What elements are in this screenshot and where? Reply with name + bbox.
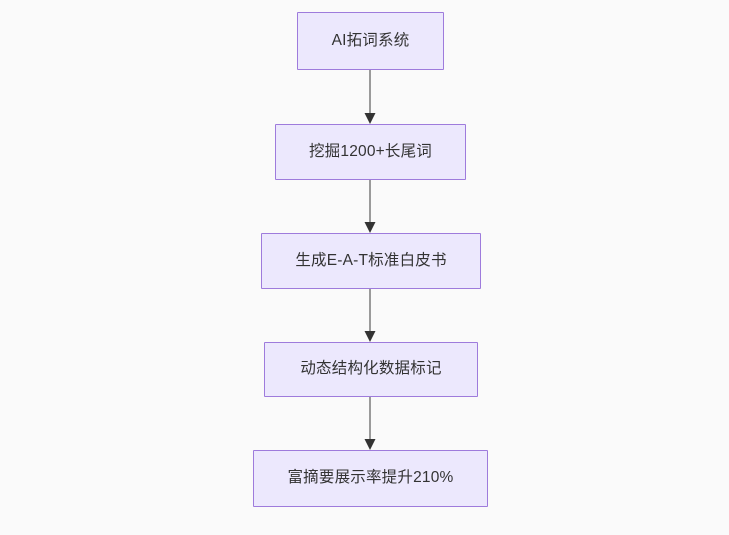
flow-node-mine-longtail-keywords[interactable]: 挖掘1200+长尾词 [275, 124, 466, 180]
connector-node1-node2 [364, 70, 376, 124]
arrowhead-icon [364, 222, 376, 233]
connector-node3-node4 [364, 289, 376, 342]
flow-node-dynamic-structured-data-markup[interactable]: 动态结构化数据标记 [264, 342, 478, 397]
arrowhead-icon [364, 331, 376, 342]
flow-node-label: 富摘要展示率提升210% [287, 469, 454, 487]
arrowhead-icon [364, 113, 376, 124]
arrowhead-icon [364, 439, 376, 450]
connector-node2-node3 [364, 180, 376, 233]
flow-node-label: 挖掘1200+长尾词 [308, 142, 433, 160]
flow-node-label: 生成E-A-T标准白皮书 [295, 251, 447, 269]
flow-node-label: 动态结构化数据标记 [300, 360, 442, 378]
connector-node4-node5 [364, 397, 376, 450]
flow-node-label: AI拓词系统 [331, 31, 410, 49]
flow-node-generate-eat-whitepaper[interactable]: 生成E-A-T标准白皮书 [261, 233, 481, 289]
flow-node-ai-keyword-system[interactable]: AI拓词系统 [297, 12, 444, 70]
flow-node-rich-snippet-impression-lift[interactable]: 富摘要展示率提升210% [253, 450, 488, 507]
